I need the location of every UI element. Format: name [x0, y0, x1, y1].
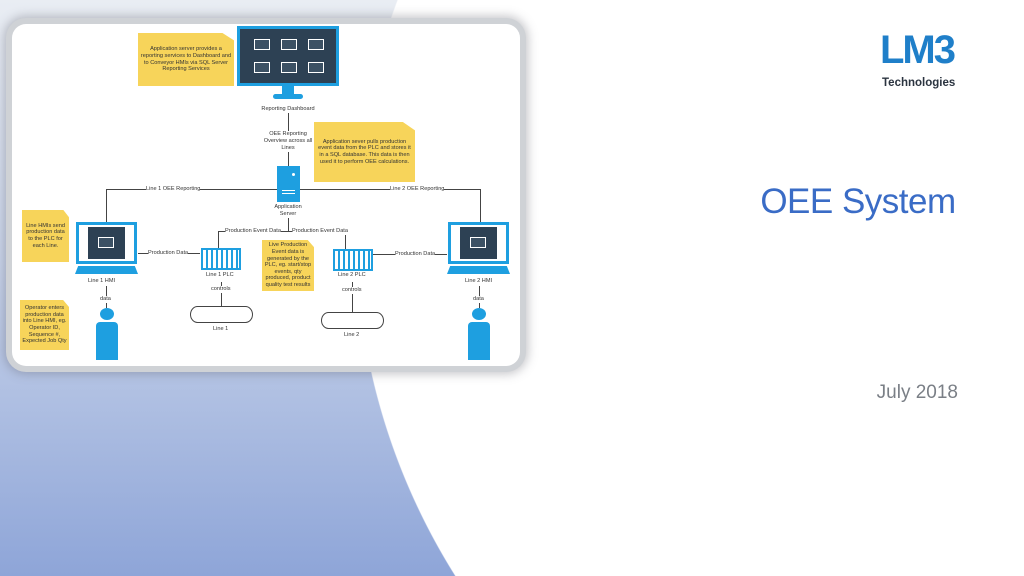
slide-date: July 2018 [876, 382, 958, 403]
keyboard-icon [75, 266, 138, 274]
label-controls-2: controls [342, 287, 362, 294]
plc2-icon [333, 249, 373, 271]
label-line2: Line 2 [344, 332, 360, 338]
hmi2-icon [448, 222, 509, 264]
connector [106, 189, 107, 222]
slide-title: OEE System [760, 182, 956, 221]
label-controls-1: controls [211, 286, 231, 293]
label-production-event-2: Production Event Data [292, 228, 348, 235]
note-hmi: Line HMIs send production data to the PL… [22, 210, 69, 262]
keyboard-icon [447, 266, 510, 274]
connector [218, 231, 345, 232]
connector [480, 189, 481, 222]
note-dashboard: Application server provides a reporting … [138, 33, 234, 86]
monitor-stand-icon [282, 86, 294, 94]
connector [352, 282, 353, 312]
note-server: Application sever pulls production event… [314, 122, 415, 182]
line1-conveyor-icon [190, 306, 253, 323]
monitor-base-icon [273, 94, 303, 99]
note-operator: Operator enters production data into Lin… [20, 300, 69, 350]
logo-mark: LM3 [880, 28, 956, 72]
plc1-icon [201, 248, 241, 270]
connector [288, 218, 289, 231]
label-data-2: data [473, 296, 484, 303]
line2-conveyor-icon [321, 312, 384, 329]
logo-subtitle: Technologies [882, 77, 956, 89]
connector [218, 231, 219, 248]
label-production-data-2: Production Data [395, 251, 436, 258]
label-plc1: Line 1 PLC [206, 272, 234, 278]
label-line1-reporting: Line 1 OEE Reporting [146, 186, 201, 193]
note-plc: Live Production Event data is generated … [262, 240, 314, 291]
connector [345, 231, 346, 250]
label-production-event-1: Production Event Data [225, 228, 281, 235]
hmi1-icon [76, 222, 137, 264]
label-hmi1: Line 1 HMI [88, 278, 116, 284]
label-hmi2: Line 2 HMI [465, 278, 493, 284]
operator2-icon [468, 308, 490, 360]
server-icon [277, 166, 300, 202]
dashboard-monitor-icon [237, 26, 339, 86]
label-production-data-1: Production Data [148, 250, 189, 257]
label-line1: Line 1 [213, 326, 229, 332]
label-overview: OEE Reporting Overview across all Lines [263, 131, 313, 152]
connector [221, 282, 222, 306]
label-server: Application Server [274, 204, 302, 217]
label-data-1: data [100, 296, 111, 303]
lm3-logo: LM3 Technologies [880, 30, 956, 90]
operator1-icon [96, 308, 118, 360]
label-plc2: Line 2 PLC [338, 272, 366, 278]
label-line2-reporting: Line 2 OEE Reporting [390, 186, 445, 193]
label-dashboard: Reporting Dashboard [258, 106, 318, 113]
